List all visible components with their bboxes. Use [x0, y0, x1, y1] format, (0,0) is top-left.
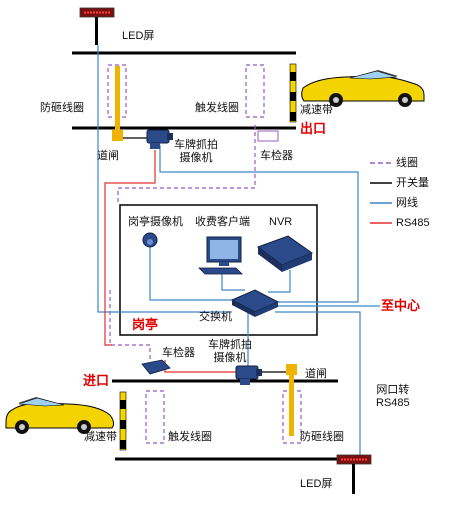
- label-speed-bump-bottom: 减速带: [84, 431, 117, 443]
- nvr-device: [256, 235, 314, 272]
- net-booth-camera: [149, 245, 232, 301]
- label-booth: 岗亭: [132, 317, 159, 332]
- label-barrier-top: 道闸: [97, 150, 119, 162]
- label-booth-camera: 岗亭摄像机: [128, 216, 183, 228]
- label-entrance: 进口: [83, 373, 110, 388]
- net-client: [221, 272, 245, 291]
- label-speed-bump-top: 减速带: [300, 104, 333, 116]
- label-anti-smash-loop-top: 防砸线圈: [40, 102, 84, 114]
- label-detector-top: 车检器: [260, 150, 293, 162]
- plate-camera-bottom: [235, 365, 262, 385]
- speed-bump-top-stripe1: [290, 72, 296, 81]
- barrier-base-bottom: [286, 364, 297, 375]
- label-trigger-loop-top: 触发线圈: [195, 102, 239, 114]
- label-plate-camera-top: 车牌抓拍 摄像机: [174, 139, 218, 165]
- vehicle-detector-bottom: [141, 359, 171, 375]
- label-anti-smash-loop-bottom: 防砸线圈: [300, 431, 344, 443]
- car-bottom: [5, 397, 115, 434]
- trigger-loop-bottom: [145, 390, 165, 444]
- led-screen-bottom: [336, 454, 372, 494]
- network-switch: [230, 289, 280, 317]
- label-net-rs485: 网口转 RS485: [376, 384, 410, 410]
- label-to-center: 至中心: [381, 298, 421, 313]
- label-led-top: LED屏: [122, 30, 155, 42]
- label-switch: 交换机: [199, 311, 232, 323]
- legend-network-label: 网线: [396, 197, 418, 209]
- client-pc: [198, 236, 243, 275]
- loop-feed-top: [117, 125, 256, 205]
- speed-bump-bottom-stripe1: [120, 400, 126, 409]
- net-rs485-converter: [275, 311, 361, 455]
- led-screen-top: [79, 7, 115, 45]
- label-led-bottom: LED屏: [300, 478, 333, 490]
- net-left-trunk: [97, 45, 232, 313]
- booth-box: [119, 204, 318, 336]
- barrier-pole-top: [115, 66, 120, 134]
- label-exit: 出口: [300, 121, 327, 136]
- speed-bump-bottom-stripe2: [120, 420, 126, 429]
- barrier-base-top: [112, 130, 123, 141]
- legend-rs485-label: RS485: [396, 217, 430, 229]
- car-top: [301, 70, 425, 107]
- speed-bump-bottom-stripe3: [120, 440, 126, 449]
- label-client: 收费客户端: [195, 216, 250, 228]
- barrier-pole-bottom: [289, 368, 294, 436]
- net-top-camera: [159, 145, 359, 303]
- legend-switch-label: 开关量: [396, 177, 429, 189]
- net-nvr: [268, 270, 291, 293]
- vehicle-detector-top: [257, 130, 279, 142]
- trigger-loop-top: [245, 64, 265, 118]
- booth-dome-camera: [142, 232, 158, 248]
- speed-bump-top-stripe2: [290, 92, 296, 101]
- label-trigger-loop-bottom: 触发线圈: [168, 431, 212, 443]
- rs485-top: [104, 150, 156, 346]
- label-nvr: NVR: [269, 216, 293, 228]
- label-detector-bottom: 车检器: [162, 347, 195, 359]
- plate-camera-top: [146, 129, 173, 149]
- label-plate-camera-bottom: 车牌抓拍 摄像机: [208, 339, 252, 365]
- speed-bump-top-stripe3: [290, 112, 296, 121]
- label-barrier-bottom: 道闸: [305, 368, 327, 380]
- legend-loop-label: 线圈: [396, 157, 418, 169]
